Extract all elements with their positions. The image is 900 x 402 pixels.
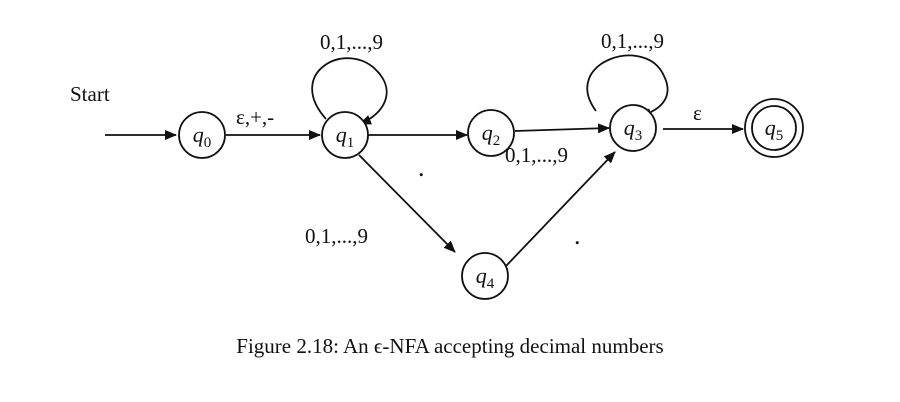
state-q4-letter: q [476, 263, 487, 288]
state-q3-sub: 3 [635, 128, 643, 144]
state-q4: q4 [461, 252, 509, 300]
svg-text:q5: q5 [765, 115, 784, 144]
edge-label-q1-q2: . [418, 153, 425, 182]
edge-label-loop-q1: 0,1,...,9 [320, 30, 383, 54]
edge-label-q4-q3: . [574, 221, 581, 250]
state-q5: q5 [744, 98, 804, 158]
svg-text:q2: q2 [482, 120, 501, 149]
state-q2-sub: 2 [493, 133, 501, 149]
state-q0: q0 [178, 111, 226, 159]
state-q0-sub: 0 [204, 135, 212, 151]
state-q3: q3 [609, 104, 657, 152]
state-q1-sub: 1 [347, 135, 355, 151]
edge-label-q1-q4: 0,1,...,9 [305, 224, 368, 248]
svg-text:q0: q0 [193, 122, 212, 151]
svg-text:q4: q4 [476, 263, 495, 292]
start-label: Start [70, 82, 110, 106]
edge-q1-q4 [358, 154, 456, 253]
edge-label-q0-q1: ε,+,- [236, 105, 274, 129]
state-q1-letter: q [336, 122, 347, 147]
state-q3-letter: q [624, 115, 635, 140]
nfa-diagram: Start ε,+,- 0,1,...,9 . 0,1,...,9 0,1,..… [70, 29, 804, 300]
edge-label-q3-q5: ε [693, 101, 702, 125]
state-q4-sub: 4 [487, 276, 495, 292]
edge-q2-q3 [514, 123, 610, 134]
svg-text:q1: q1 [336, 122, 355, 151]
figure-caption: Figure 2.18: An ϵ-NFA accepting decimal … [236, 334, 664, 358]
state-q0-letter: q [193, 122, 204, 147]
state-q2-letter: q [482, 120, 493, 145]
loop-q3 [586, 54, 669, 118]
edge-label-loop-q3: 0,1,...,9 [601, 29, 664, 53]
state-q5-letter: q [765, 115, 776, 140]
state-q2: q2 [467, 109, 515, 157]
edge-q4-q3 [505, 151, 616, 267]
edge-label-q2-q3: 0,1,...,9 [505, 143, 568, 167]
svg-text:q3: q3 [624, 115, 643, 144]
state-q1: q1 [321, 111, 369, 159]
loop-q1 [311, 57, 388, 125]
state-q5-sub: 5 [776, 128, 784, 144]
